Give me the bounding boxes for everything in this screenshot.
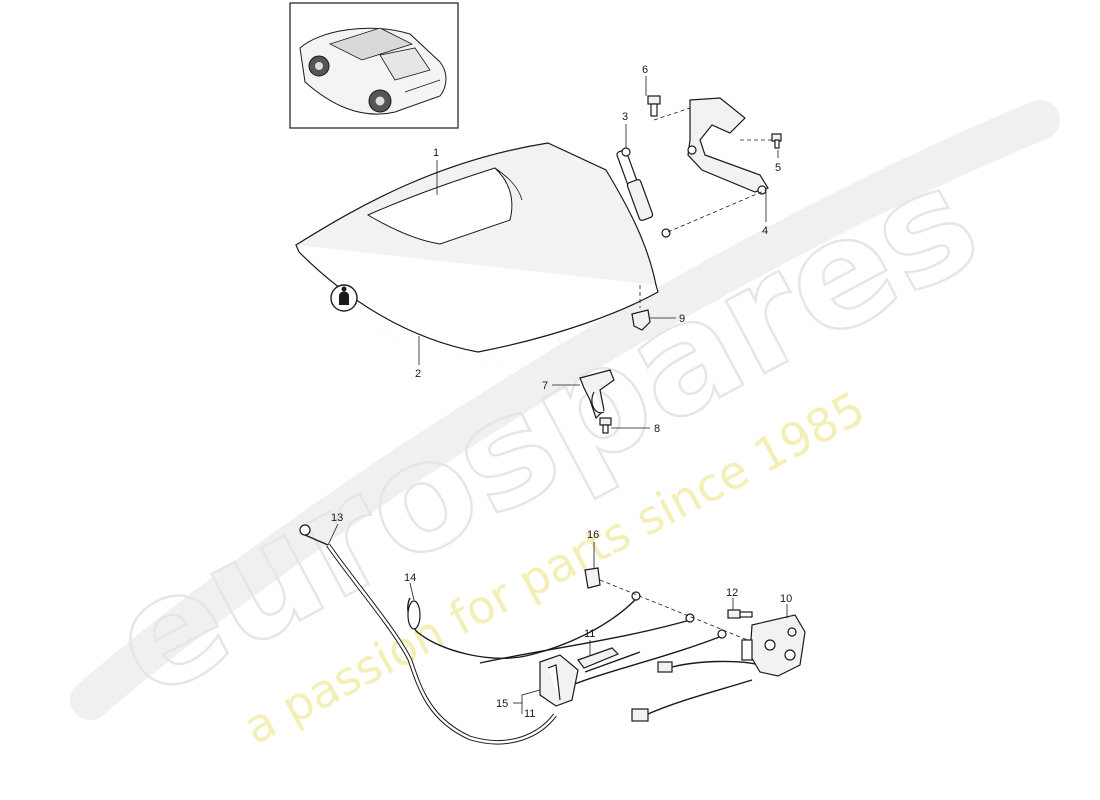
callout-16: 16 — [587, 529, 599, 541]
callout-4: 4 — [762, 225, 768, 237]
callout-10: 10 — [780, 593, 792, 605]
callout-14: 14 — [404, 572, 416, 584]
callout-5: 5 — [775, 162, 781, 174]
release-cable — [299, 524, 557, 745]
gas-strut — [616, 147, 671, 238]
electrical-connector — [631, 660, 761, 722]
release-handle — [539, 654, 579, 707]
callout-15: 15 — [496, 698, 508, 710]
hood-panel — [295, 142, 659, 353]
bolt-8 — [599, 417, 612, 434]
callout-1: 1 — [433, 147, 439, 159]
leader-lines — [327, 76, 788, 714]
cable-loop-14 — [407, 591, 727, 691]
callout-12: 12 — [726, 587, 738, 599]
callout-3: 3 — [622, 111, 628, 123]
bolt-12 — [727, 609, 753, 619]
callout-11-handle: 11 — [524, 708, 535, 720]
hood-hinge — [687, 97, 769, 195]
bolt-5 — [771, 133, 782, 149]
adhesive-symbol-icon — [330, 284, 358, 312]
callouts: 1 2 3 4 5 6 7 8 9 10 11 11 12 13 14 15 1… — [331, 64, 792, 720]
callout-6: 6 — [642, 64, 648, 76]
seal-strip — [333, 298, 562, 363]
callout-13: 13 — [331, 512, 343, 524]
bolt-6 — [647, 95, 661, 117]
callout-9: 9 — [679, 313, 685, 325]
callout-2: 2 — [415, 368, 421, 380]
clip-16 — [584, 567, 601, 589]
callout-7: 7 — [542, 380, 548, 392]
bump-stop — [631, 309, 651, 331]
vehicle-thumbnail — [289, 2, 459, 129]
hood-lock — [741, 614, 806, 677]
handle-cover-11 — [577, 647, 620, 669]
callout-11-cover: 11 — [584, 628, 595, 640]
callout-8: 8 — [654, 423, 660, 435]
latch-striker — [579, 369, 615, 420]
